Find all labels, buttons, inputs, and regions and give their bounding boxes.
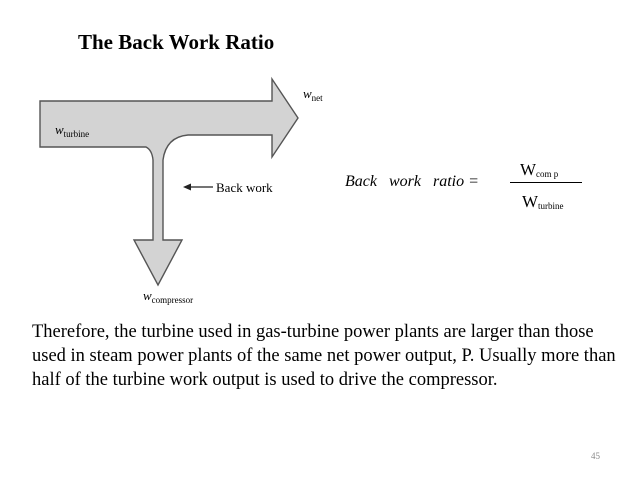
formula-numerator: Wcom p [520, 160, 559, 179]
w-turbine-label: wturbine [55, 122, 89, 139]
w-net-label: wnet [303, 86, 323, 103]
body-paragraph: Therefore, the turbine used in gas-turbi… [32, 322, 616, 390]
back-work-label: Back work [216, 180, 273, 195]
fraction-bar [510, 182, 582, 183]
back-work-ratio-formula: Back work ratio = Wcom p Wturbine [345, 160, 605, 211]
back-work-pointer-icon [183, 183, 213, 191]
w-compressor-label: wcompressor [143, 288, 193, 305]
work-flow-diagram: wnet wturbine Back work wcompressor [39, 76, 323, 305]
work-split-arrow [39, 76, 299, 287]
formula-denominator: Wturbine [522, 192, 564, 211]
formula-lhs: Back work ratio = [345, 173, 479, 190]
slide-title: The Back Work Ratio [78, 30, 275, 54]
page-number: 45 [591, 451, 600, 461]
